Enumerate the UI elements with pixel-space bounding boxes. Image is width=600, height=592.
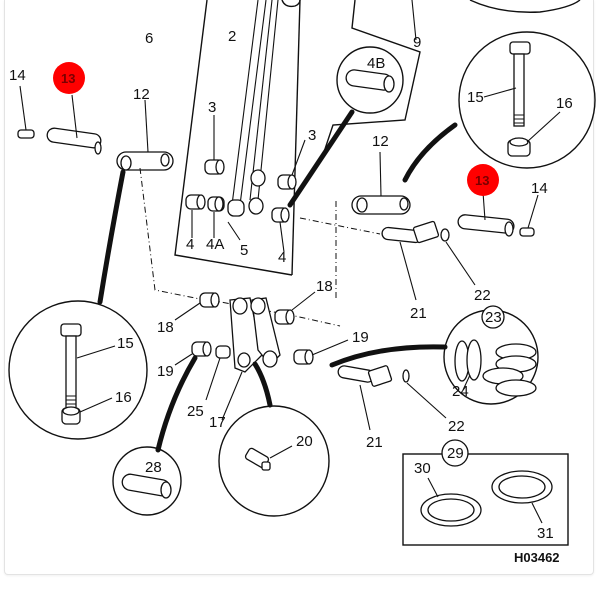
grease-nipple-14-right — [519, 194, 539, 237]
boom-arm — [174, 0, 301, 276]
figure-code: H03462 — [514, 550, 560, 565]
callout-25: 25 — [187, 403, 204, 420]
callout-15-upper: 15 — [467, 89, 484, 106]
callout-4-right: 4 — [278, 249, 286, 266]
detail-23-seal-kit — [329, 305, 539, 405]
callout-13-left[interactable]: 13 — [61, 71, 75, 86]
bushings-arm — [185, 115, 306, 253]
callout-23: 23 — [485, 309, 502, 326]
leader-9 — [411, 0, 417, 41]
detail-15-16-lower — [8, 300, 148, 440]
callout-13-right[interactable]: 13 — [475, 173, 489, 188]
callout-24: 24 — [452, 383, 469, 400]
callout-30: 30 — [414, 460, 431, 477]
callout-22-lower: 22 — [448, 418, 465, 435]
callout-28: 28 — [145, 459, 162, 476]
callout-31: 31 — [537, 525, 554, 542]
detail-28 — [112, 446, 182, 516]
callout-4B: 4B — [367, 55, 385, 72]
detail-circle-top — [469, 0, 581, 13]
callout-6: 6 — [145, 30, 153, 47]
callout-14-right: 14 — [531, 180, 548, 197]
callout-2: 2 — [228, 28, 236, 45]
callout-16-lower: 16 — [115, 389, 132, 406]
grease-nipple-14-left — [17, 85, 35, 139]
link-12-right — [299, 151, 411, 300]
callout-16-upper: 16 — [556, 95, 573, 112]
callout-17: 17 — [209, 414, 226, 431]
lower-linkage — [155, 291, 349, 453]
callout-12-right: 12 — [372, 133, 389, 150]
detail-15-16-upper — [402, 31, 596, 183]
detail-4B — [287, 46, 404, 208]
detail-20 — [218, 405, 330, 517]
callout-3-right: 3 — [308, 127, 316, 144]
pin-13-right — [457, 191, 515, 237]
seal-kit-box-29 — [402, 439, 569, 546]
callout-18-left: 18 — [157, 319, 174, 336]
bracket-9 — [322, 0, 421, 156]
callout-4-left: 4 — [186, 236, 194, 253]
link-12-left — [97, 99, 206, 305]
callout-29: 29 — [447, 445, 464, 462]
pin-21-upper — [381, 220, 440, 301]
callout-18-right: 18 — [316, 278, 333, 295]
callout-3-left: 3 — [208, 99, 216, 116]
callout-15-lower: 15 — [117, 335, 134, 352]
callout-20: 20 — [296, 433, 313, 450]
callout-19-right: 19 — [352, 329, 369, 346]
callout-12-left: 12 — [133, 86, 150, 103]
callout-19-left: 19 — [157, 363, 174, 380]
pin-21-lower — [337, 365, 393, 431]
callout-4A: 4A — [206, 236, 224, 253]
callout-22-upper: 22 — [474, 287, 491, 304]
pin-13-left — [46, 94, 102, 155]
callout-5: 5 — [240, 242, 248, 259]
callout-9: 9 — [413, 34, 421, 51]
washer-22-upper — [440, 228, 476, 286]
highlight-13-right[interactable] — [467, 164, 499, 196]
highlight-13-left[interactable] — [53, 62, 85, 94]
washer-22-lower — [402, 369, 447, 419]
callout-21-lower: 21 — [366, 434, 383, 451]
callout-21-upper: 21 — [410, 305, 427, 322]
callout-14-left: 14 — [9, 67, 26, 84]
